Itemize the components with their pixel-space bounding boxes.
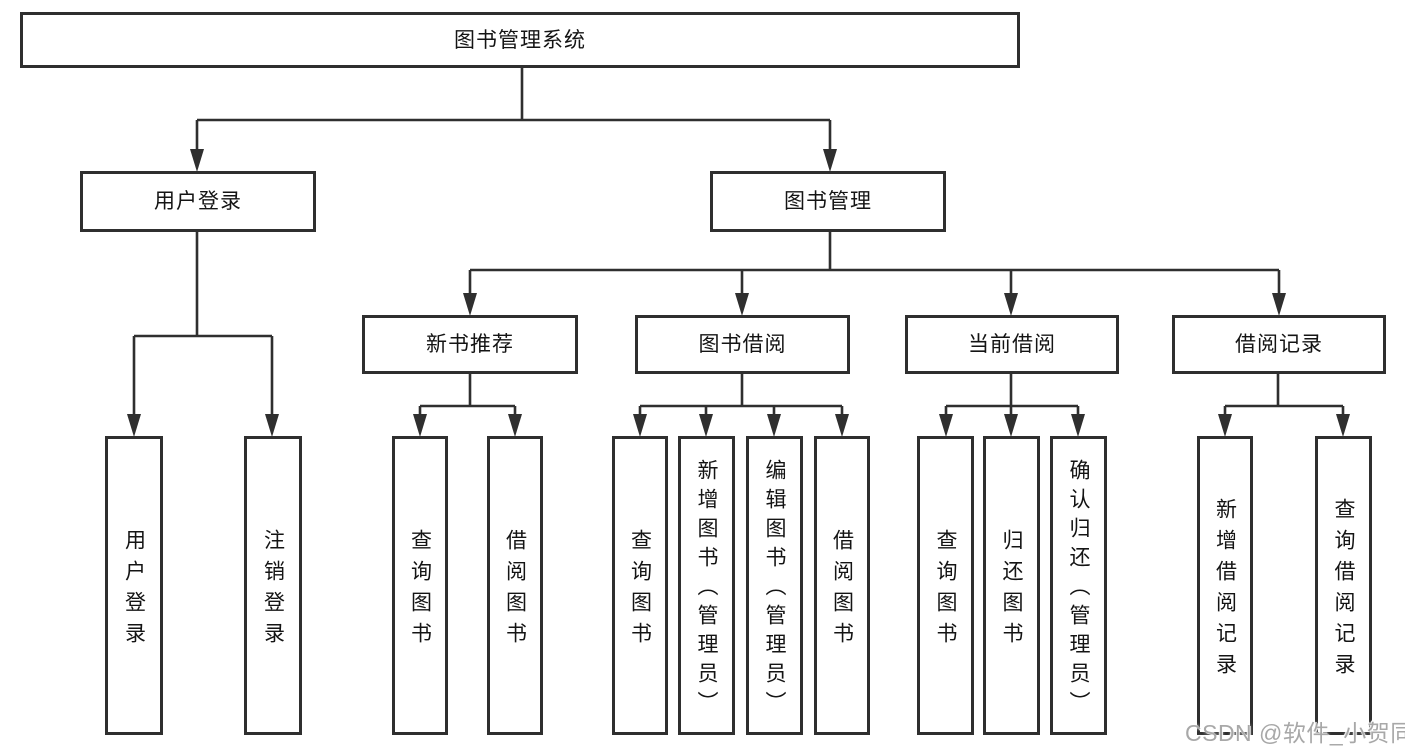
node-new-book-recommend-label: 新书推荐 <box>426 333 514 356</box>
node-borrow-records: 借阅记录 <box>1172 315 1386 374</box>
node-book-management: 图书管理 <box>710 171 946 232</box>
node-book-management-label: 图书管理 <box>784 190 872 213</box>
node-user-login: 用户登录 <box>80 171 316 232</box>
node-new-book-recommend: 新书推荐 <box>362 315 578 374</box>
node-root: 图书管理系统 <box>20 12 1020 68</box>
leaf-bb-edit-books-admin: 编辑图书（管理员） <box>746 436 803 735</box>
leaf-cb-confirm-return-admin-label: 确认归还（管理员） <box>1067 459 1090 720</box>
leaf-bb-edit-books-admin-label: 编辑图书（管理员） <box>763 459 786 720</box>
leaf-user-login: 用户登录 <box>105 436 163 735</box>
leaf-cb-return-books: 归还图书 <box>983 436 1040 735</box>
node-current-borrow-label: 当前借阅 <box>968 333 1056 356</box>
node-user-login-label: 用户登录 <box>154 190 242 213</box>
leaf-nb-query-books-label: 查询图书 <box>408 528 432 653</box>
leaf-bb-add-books-admin: 新增图书（管理员） <box>678 436 735 735</box>
leaf-cb-return-books-label: 归还图书 <box>1000 528 1023 653</box>
node-borrow-records-label: 借阅记录 <box>1235 333 1323 356</box>
leaf-nb-query-books: 查询图书 <box>392 436 448 735</box>
watermark: CSDN @软件_小贺同学 <box>1185 720 1405 746</box>
leaf-nb-borrow-books: 借阅图书 <box>487 436 543 735</box>
leaf-nb-borrow-books-label: 借阅图书 <box>503 528 527 653</box>
leaf-logout: 注销登录 <box>244 436 302 735</box>
node-root-label: 图书管理系统 <box>454 28 586 52</box>
leaf-cb-query-books: 查询图书 <box>917 436 974 735</box>
leaf-bb-query-books: 查询图书 <box>612 436 668 735</box>
leaf-logout-label: 注销登录 <box>261 528 285 653</box>
leaf-user-login-label: 用户登录 <box>122 528 146 653</box>
leaf-br-add-borrow-record-label: 新增借阅记录 <box>1213 497 1237 684</box>
leaf-bb-borrow-books-label: 借阅图书 <box>830 528 854 653</box>
leaf-bb-add-books-admin-label: 新增图书（管理员） <box>695 459 718 720</box>
leaf-bb-borrow-books: 借阅图书 <box>814 436 870 735</box>
node-book-borrow-label: 图书借阅 <box>698 333 787 356</box>
leaf-br-query-borrow-record: 查询借阅记录 <box>1315 436 1372 735</box>
leaf-bb-query-books-label: 查询图书 <box>628 528 652 653</box>
leaf-cb-query-books-label: 查询图书 <box>934 528 957 653</box>
leaf-cb-confirm-return-admin: 确认归还（管理员） <box>1050 436 1107 735</box>
node-current-borrow: 当前借阅 <box>905 315 1119 374</box>
leaf-br-add-borrow-record: 新增借阅记录 <box>1197 436 1253 735</box>
node-book-borrow: 图书借阅 <box>635 315 850 374</box>
leaf-br-query-borrow-record-label: 查询借阅记录 <box>1332 497 1355 684</box>
